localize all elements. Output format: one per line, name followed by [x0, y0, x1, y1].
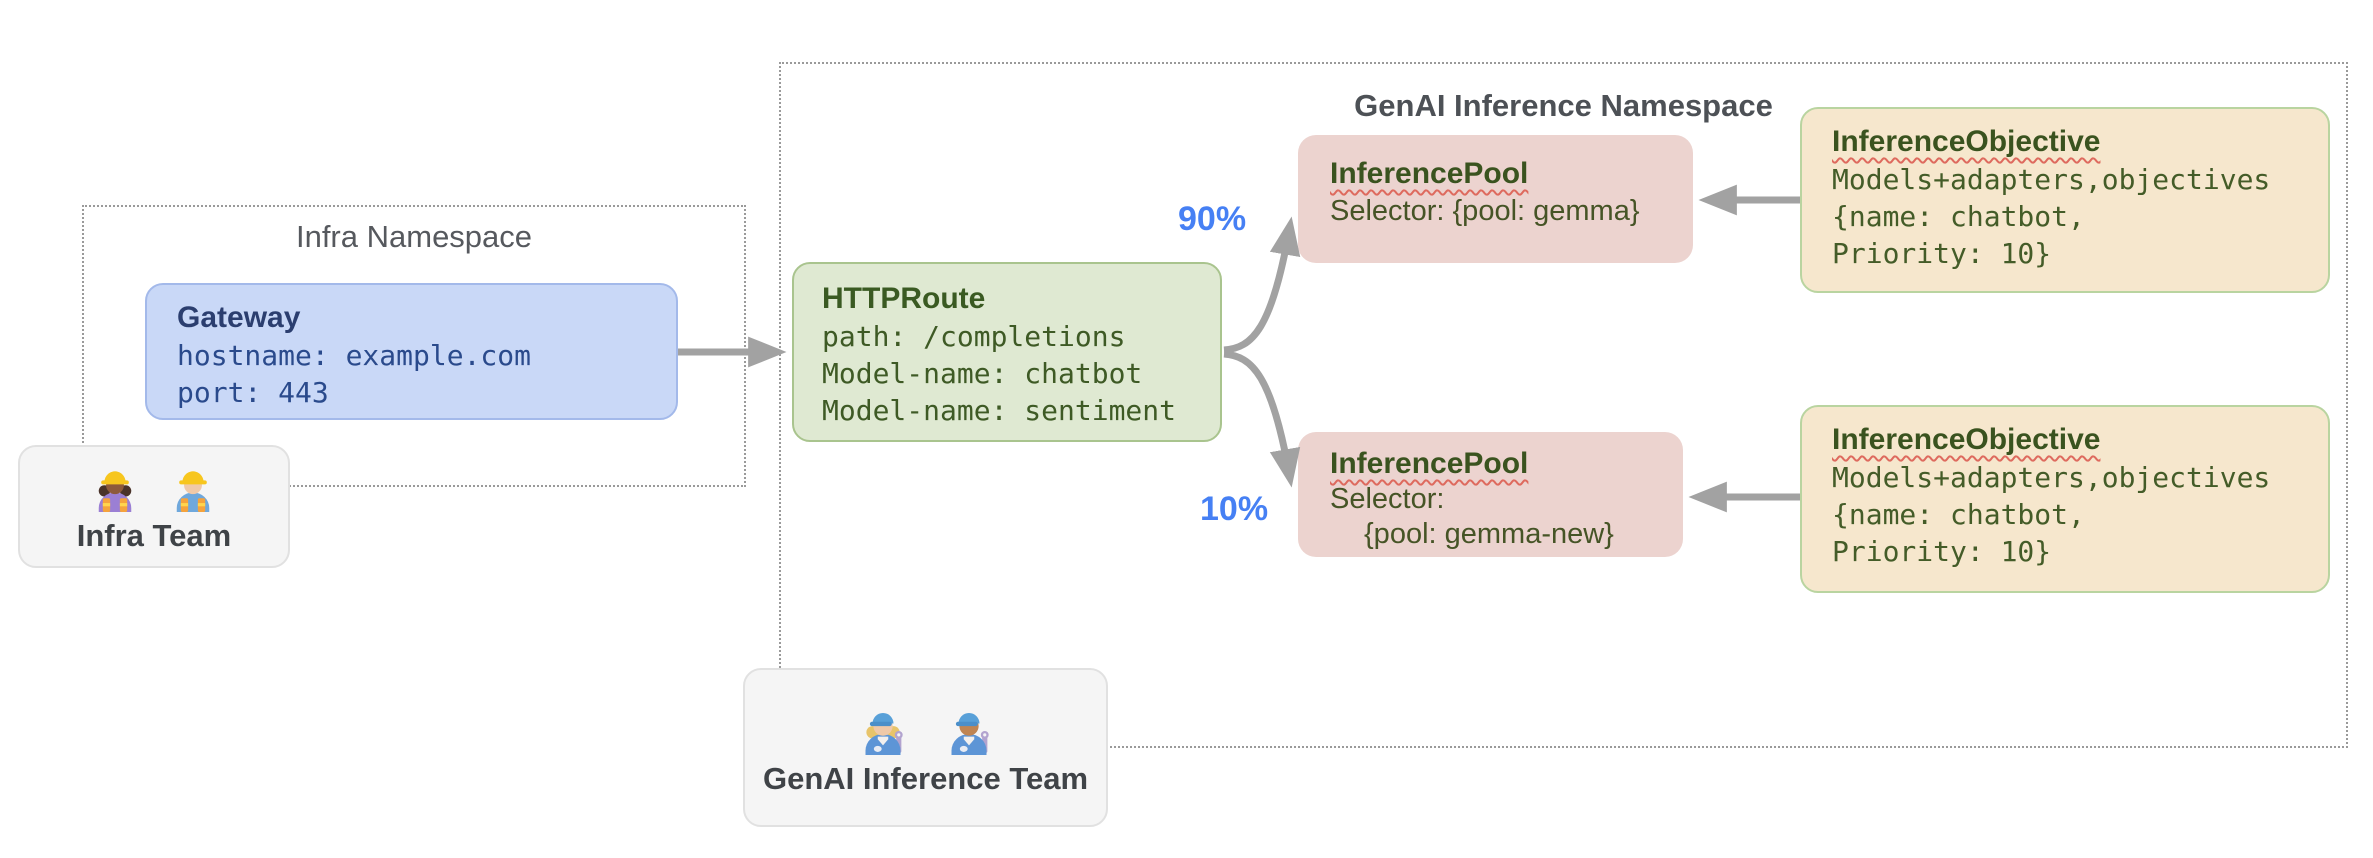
inference-objective-bottom-priority-line: Priority: 10} [1832, 535, 2052, 568]
infra-namespace-container: Infra Namespace [82, 205, 746, 487]
genai-namespace-title: GenAI Inference Namespace [1354, 88, 1773, 123]
inference-pool-gemma-new-selector-line: Selector: [1330, 483, 1445, 515]
genai-inference-team-label: GenAI Inference Team [762, 760, 1089, 796]
inference-objective-bottom-name-line: {name: chatbot, [1832, 498, 2085, 531]
genai-team-icons [855, 699, 997, 755]
httproute-title: HTTPRoute [822, 282, 986, 315]
inference-pool-gemma-node: InferencePool Selector: {pool: gemma} [1298, 135, 1693, 263]
inference-objective-top-models-line: Models+adapters,objectives [1832, 163, 2271, 196]
inference-objective-bottom-models-line: Models+adapters,objectives [1832, 461, 2271, 494]
woman-mechanic-icon [865, 712, 903, 755]
inference-pool-gemma-selector-line: Selector: {pool: gemma} [1330, 195, 1640, 227]
gateway-node: Gateway hostname: example.com port: 443 [145, 283, 678, 420]
inference-pool-gemma-title: InferencePool [1330, 157, 1529, 190]
httproute-model-sentiment-line: Model-name: sentiment [822, 394, 1177, 427]
route-weight-10-label: 10% [1200, 490, 1269, 528]
genai-inference-team-card: GenAI Inference Team [743, 668, 1108, 827]
infra-team-card: Infra Team [18, 445, 290, 568]
infra-team-label: Infra Team [76, 517, 232, 553]
inference-pool-gemma-new-title: InferencePool [1330, 447, 1529, 480]
gateway-title: Gateway [177, 301, 301, 334]
man-construction-worker-icon [176, 470, 210, 512]
inference-pool-gemma-new-node: InferencePool Selector: {pool: gemma-new… [1298, 432, 1683, 557]
httproute-node: HTTPRoute path: /completions Model-name:… [792, 262, 1222, 442]
genai-namespace-container: GenAI Inference Namespace [779, 62, 2348, 748]
inference-pool-gemma-new-selector-value-line: {pool: gemma-new} [1364, 518, 1614, 550]
inference-objective-top-title: InferenceObjective [1832, 125, 2101, 158]
gateway-hostname-line: hostname: example.com [177, 339, 532, 372]
inference-objective-bottom-title: InferenceObjective [1832, 423, 2101, 456]
man-mechanic-icon [951, 712, 989, 755]
woman-construction-worker-icon [98, 470, 132, 512]
gateway-port-line: port: 443 [177, 376, 329, 409]
inference-objective-top-node: InferenceObjective Models+adapters,objec… [1800, 107, 2330, 293]
inference-objective-top-name-line: {name: chatbot, [1832, 200, 2085, 233]
httproute-model-chatbot-line: Model-name: chatbot [822, 357, 1143, 390]
infra-namespace-title: Infra Namespace [295, 219, 533, 254]
inference-objective-bottom-node: InferenceObjective Models+adapters,objec… [1800, 405, 2330, 593]
httproute-path-line: path: /completions [822, 320, 1126, 353]
route-weight-90-label: 90% [1178, 200, 1247, 238]
inference-objective-top-priority-line: Priority: 10} [1832, 237, 2052, 270]
infra-team-icons [89, 460, 219, 512]
